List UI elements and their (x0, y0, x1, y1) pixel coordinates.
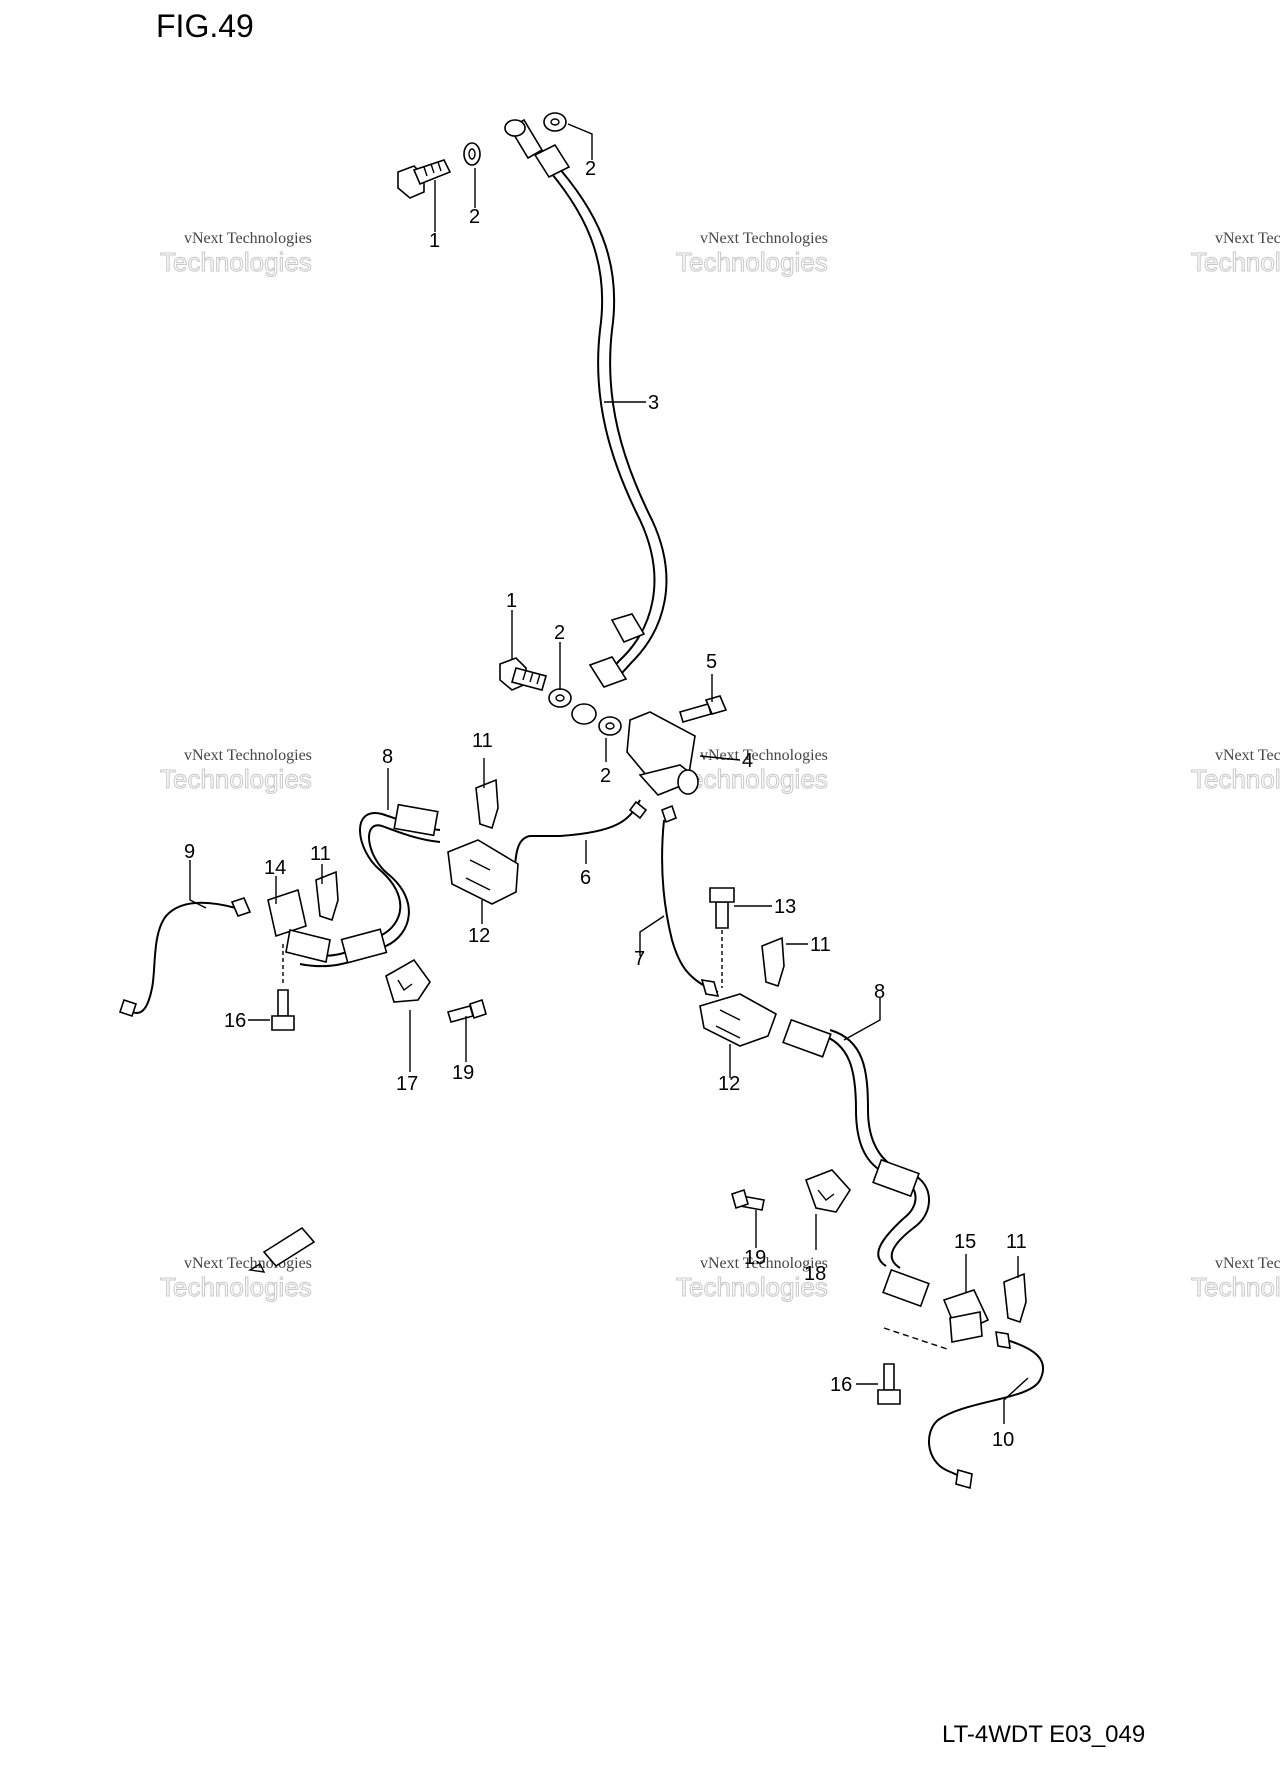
callout-2: 2 (585, 158, 596, 180)
bracket-18 (804, 1169, 852, 1213)
watermark-text: vNext Technologies (700, 230, 828, 247)
callout-leaders (189, 123, 1029, 1424)
hose-clip (475, 778, 499, 830)
callout-10: 10 (992, 1429, 1014, 1451)
watermark-text: Technologies (1191, 1272, 1280, 1302)
watermark-text: vNext Technologies (1215, 747, 1280, 764)
union-bolt-middle (499, 657, 547, 691)
callout-1: 1 (506, 590, 517, 612)
brake-pipe-10 (927, 1331, 1045, 1490)
watermark: vNext Technologies Technologies (1191, 230, 1280, 278)
callout-2: 2 (469, 206, 480, 228)
bolt-19-right (731, 1188, 765, 1211)
watermark: vNext Technologies Technologies (1191, 747, 1280, 795)
callout-11: 11 (310, 843, 331, 865)
bolt-16-right (877, 1363, 901, 1405)
callout-18: 18 (804, 1263, 826, 1285)
callout-7: 7 (634, 948, 645, 970)
brake-joint-block (626, 711, 700, 796)
callout-14: 14 (264, 857, 286, 879)
watermark: vNext Technologies Technologies (160, 1255, 313, 1303)
callout-6: 6 (580, 867, 591, 889)
callout-12: 12 (718, 1073, 740, 1095)
hose-clip (1003, 1272, 1027, 1324)
callout-8: 8 (874, 981, 885, 1003)
bolt-5 (679, 695, 728, 723)
watermark-text: vNext Technologies (184, 1255, 312, 1272)
watermark: vNext Technologies Technologies (676, 1255, 829, 1303)
callout-12: 12 (468, 925, 490, 947)
watermark-text: Technologies (1191, 247, 1280, 277)
watermark-text: Technologies (160, 247, 312, 277)
callout-13: 13 (774, 896, 796, 918)
watermark-text: vNext Technologies (1215, 1255, 1280, 1272)
hose-clip (315, 870, 339, 922)
brake-hose-front-right (782, 1018, 930, 1308)
gasket-washer (598, 716, 622, 736)
watermark-text: Technologies (676, 247, 828, 277)
callout-9: 9 (184, 841, 195, 863)
watermark: vNext Technologies Technologies (676, 230, 829, 278)
watermark-text: vNext Technologies (700, 747, 828, 764)
watermark-text: vNext Technologies (1215, 230, 1280, 247)
watermark-text: vNext Technologies (184, 747, 312, 764)
hose-bracket-right (699, 993, 777, 1047)
callout-5: 5 (706, 651, 717, 673)
watermark: vNext Technologies Technologies (160, 747, 313, 795)
callout-11: 11 (1006, 1231, 1027, 1253)
watermark-text: Technologies (160, 1272, 312, 1302)
watermark-group: vNext Technologies Technologies vNext Te… (160, 230, 1280, 1303)
brake-pipe-left (495, 799, 648, 889)
gasket-washer (543, 112, 567, 132)
brake-pipe-9 (118, 897, 252, 1018)
callout-17: 17 (396, 1073, 418, 1095)
hose-clip (761, 936, 785, 988)
watermark: vNext Technologies Technologies (1191, 1255, 1280, 1303)
gasket-washer (463, 142, 481, 166)
callout-16: 16 (224, 1010, 246, 1032)
callout-19: 19 (744, 1247, 766, 1269)
callout-8: 8 (382, 746, 393, 768)
callout-19: 19 (452, 1062, 474, 1084)
brake-pipe-right (661, 804, 720, 997)
bracket-17 (385, 958, 431, 1003)
callout-11: 11 (472, 730, 493, 752)
union-bolt-top (397, 159, 452, 199)
watermark-text: vNext Technologies (184, 230, 312, 247)
bolt-16-left (271, 944, 295, 1031)
caliper-bracket-14 (267, 888, 331, 963)
gasket-washer (548, 688, 572, 708)
callout-16: 16 (830, 1374, 852, 1396)
callout-3: 3 (648, 392, 659, 414)
brake-hose-main (504, 118, 668, 725)
figure-title: FIG.49 (156, 8, 254, 44)
bolt-13 (709, 887, 735, 988)
bolt-19-left (446, 998, 487, 1023)
callout-2: 2 (600, 765, 611, 787)
watermark: vNext Technologies Technologies (160, 230, 313, 278)
callout-2: 2 (554, 622, 565, 644)
callout-11: 11 (810, 934, 831, 956)
drawing-code: LT-4WDT E03_049 (942, 1721, 1145, 1748)
brake-hose-front-left (299, 803, 441, 968)
caliper-bracket-15 (883, 1289, 990, 1351)
callout-labels: 1 2 2 3 1 2 2 5 4 8 11 9 14 11 6 12 13 1… (184, 158, 1027, 1451)
callout-15: 15 (954, 1231, 976, 1253)
watermark-text: Technologies (1191, 764, 1280, 794)
callout-4: 4 (742, 750, 753, 772)
callout-1: 1 (429, 230, 440, 252)
watermark-text: Technologies (160, 764, 312, 794)
hose-bracket-left (447, 839, 519, 905)
watermark-text: Technologies (676, 1272, 828, 1302)
watermark-text: Technologies (676, 764, 828, 794)
watermark-text: vNext Technologies (700, 1255, 828, 1272)
